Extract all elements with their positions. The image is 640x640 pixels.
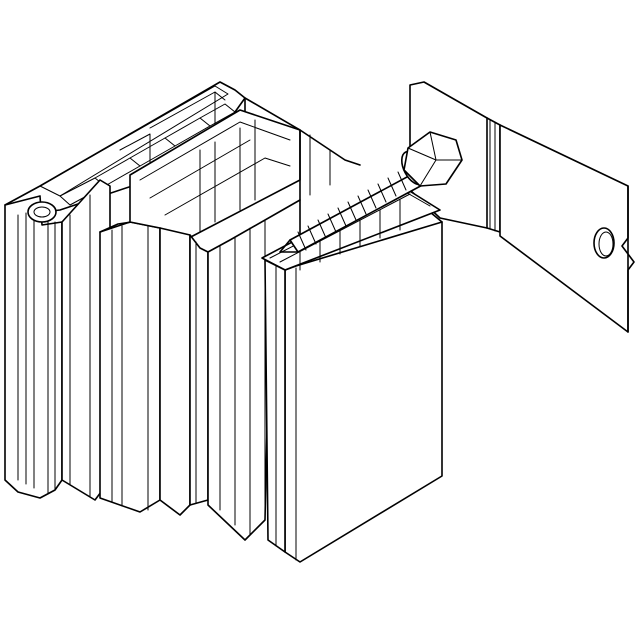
- anchor-bracket: [409, 81, 635, 333]
- fixing-screw: [279, 131, 463, 253]
- window-frame-profile: [4, 81, 443, 563]
